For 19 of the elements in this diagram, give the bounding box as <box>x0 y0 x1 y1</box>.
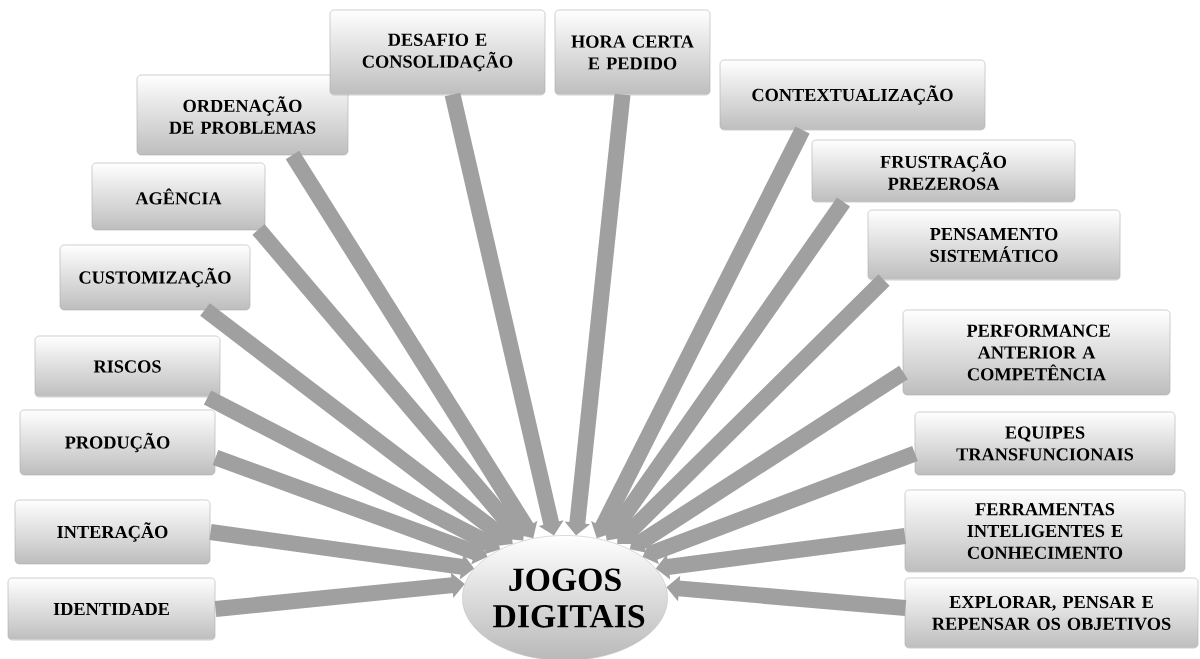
text-box: ORDENAÇÃO DE PROBLEMAS <box>136 74 349 156</box>
text-box: PRODUÇÃO <box>19 409 216 476</box>
text-box: HORA CERTA E PEDIDO <box>554 9 711 96</box>
text-box: PERFORMANCE ANTERIOR A COMPETÊNCIA <box>902 309 1171 396</box>
arrow <box>252 224 525 541</box>
text-box: RISCOS <box>34 335 221 398</box>
text-box: DESAFIO E CONSOLIDAÇÃO <box>329 9 546 96</box>
text-box: FERRAMENTAS INTELIGENTES E CONHECIMENTO <box>904 489 1186 573</box>
text-box: FRUSTRAÇÃO PREZEROSA <box>811 139 1076 203</box>
text-box: INTERAÇÃO <box>14 499 211 565</box>
text-box: CUSTOMIZAÇÃO <box>59 244 251 311</box>
text-box: IDENTIDADE <box>7 577 216 641</box>
text-box: AGÊNCIA <box>91 162 266 231</box>
arrow <box>214 572 465 617</box>
text-box: EQUIPES TRANSFUNCIONAIS <box>914 411 1176 476</box>
text-box: CONTEXTUALIZAÇÃO <box>719 59 986 131</box>
text-box: PENSAMENTO SISTEMÁTICO <box>867 209 1121 281</box>
text-box: EXPLORAR, PENSAR E REPENSAR OS OBJETIVOS <box>904 577 1199 649</box>
arrow <box>617 274 890 544</box>
